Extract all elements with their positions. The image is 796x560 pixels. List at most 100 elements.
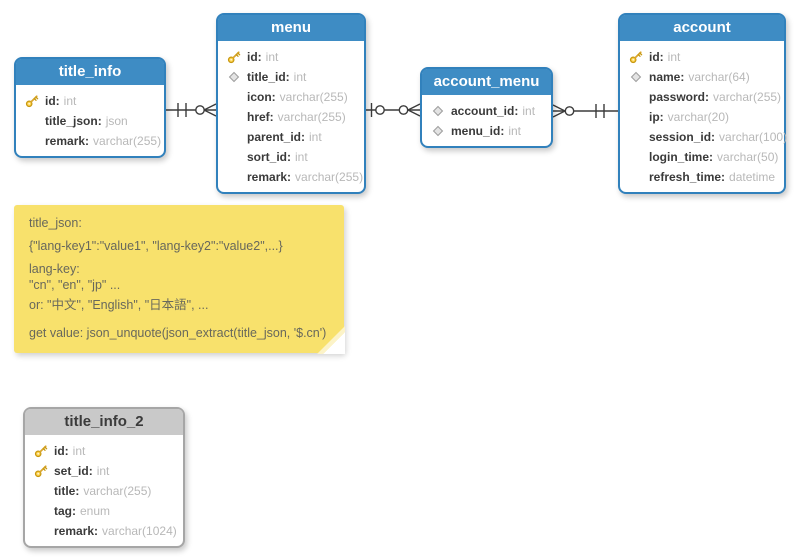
- field-type: varchar(255): [277, 110, 346, 124]
- field-type: int: [522, 104, 536, 118]
- colon-separator: :: [97, 114, 102, 128]
- relationship-account_menu-account[interactable]: [552, 104, 618, 118]
- field-row[interactable]: session_id:varchar(100): [620, 127, 787, 147]
- field-row[interactable]: id:int: [218, 47, 364, 67]
- field-name: name: [649, 70, 681, 84]
- table-menu-header[interactable]: menu: [218, 15, 364, 43]
- field-name: title_json: [45, 114, 98, 128]
- table-title_info_2-header[interactable]: title_info_2: [25, 409, 183, 437]
- note-line: get value: json_unquote(json_extract(tit…: [29, 326, 327, 340]
- relationship-menu-account_menu[interactable]: [366, 103, 421, 117]
- foreign-key-icon: [227, 70, 247, 84]
- table-title_info-header[interactable]: title_info: [16, 59, 164, 87]
- field-row[interactable]: title_id:int: [218, 67, 364, 87]
- field-type: json: [105, 114, 128, 128]
- field-row[interactable]: login_time:varchar(50): [620, 147, 784, 167]
- primary-key-icon: [25, 94, 45, 108]
- field-row[interactable]: set_id:int: [25, 461, 183, 481]
- colon-separator: :: [659, 50, 664, 64]
- field-name: account_id: [451, 104, 515, 118]
- field-type: varchar(255): [83, 484, 152, 498]
- note-line: or: "中文", "English", "日本語", ...: [29, 298, 209, 312]
- colon-separator: :: [287, 170, 292, 184]
- table-account_menu-header[interactable]: account_menu: [422, 69, 551, 97]
- note-line: "cn", "en", "jp" ...: [29, 278, 121, 292]
- field-name: title_id: [247, 70, 286, 84]
- field-row[interactable]: account_id:int: [422, 101, 551, 121]
- colon-separator: :: [287, 150, 292, 164]
- field-row[interactable]: name:varchar(64): [620, 67, 784, 87]
- colon-separator: :: [680, 70, 685, 84]
- primary-key-icon: [227, 50, 247, 64]
- field-type: varchar(255): [713, 90, 782, 104]
- field-row[interactable]: remark:varchar(255): [16, 131, 164, 151]
- field-row[interactable]: remark:varchar(1024): [25, 521, 183, 541]
- colon-separator: :: [94, 524, 99, 538]
- field-name: refresh_time: [649, 170, 722, 184]
- table-account[interactable]: account id:int name:varchar(64) password…: [618, 13, 787, 194]
- field-name: title: [54, 484, 76, 498]
- note-line: {"lang-key1":"value1", "lang-key2":"valu…: [29, 239, 283, 253]
- note-fold-corner: [317, 326, 345, 354]
- field-name: icon: [247, 90, 272, 104]
- colon-separator: :: [285, 70, 290, 84]
- field-type: int: [265, 50, 279, 64]
- field-row[interactable]: href:varchar(255): [218, 107, 364, 127]
- table-title_info_2[interactable]: title_info_2 id:int set_id:int title:var…: [23, 407, 185, 548]
- colon-separator: :: [269, 110, 274, 124]
- field-type: int: [295, 150, 308, 164]
- field-name: href: [247, 110, 270, 124]
- field-type: enum: [80, 504, 111, 518]
- field-row[interactable]: title_json:json: [16, 111, 164, 131]
- field-row[interactable]: id:int: [620, 47, 784, 67]
- field-row[interactable]: menu_id:int: [422, 121, 551, 141]
- table-title_info_2-body: id:int set_id:int title:varchar(255) tag…: [25, 437, 183, 546]
- field-name: id: [649, 50, 660, 64]
- field-row[interactable]: parent_id:int: [218, 127, 364, 147]
- field-name: password: [649, 90, 706, 104]
- field-row[interactable]: remark:varchar(255): [218, 167, 364, 187]
- colon-separator: :: [659, 110, 664, 124]
- field-row[interactable]: tag:enum: [25, 501, 183, 521]
- colon-separator: :: [64, 444, 69, 458]
- note-line: lang-key:: [29, 262, 80, 276]
- note-line: title_json:: [29, 216, 82, 230]
- table-account_menu-body: account_id:int menu_id:int: [422, 97, 551, 146]
- primary-key-icon: [34, 444, 54, 458]
- field-type: varchar(50): [717, 150, 779, 164]
- field-type: int: [293, 70, 307, 84]
- field-type: varchar(255): [93, 134, 162, 148]
- table-account-body: id:int name:varchar(64) password:varchar…: [620, 43, 787, 192]
- field-name: id: [54, 444, 65, 458]
- colon-separator: :: [55, 94, 60, 108]
- field-row[interactable]: password:varchar(255): [620, 87, 784, 107]
- field-type: varchar(255): [295, 170, 364, 184]
- field-row[interactable]: id:int: [16, 91, 164, 111]
- table-title_info-body: id:int title_json:json remark:varchar(25…: [16, 87, 164, 156]
- field-name: remark: [54, 524, 95, 538]
- field-type: datetime: [729, 170, 776, 184]
- field-type: int: [63, 94, 77, 108]
- colon-separator: :: [709, 150, 714, 164]
- field-row[interactable]: ip:varchar(20): [620, 107, 784, 127]
- field-row[interactable]: refresh_time:datetime: [620, 167, 784, 187]
- relationship-title_info-menu[interactable]: [166, 103, 217, 117]
- field-row[interactable]: title:varchar(255): [25, 481, 183, 501]
- table-account_menu[interactable]: account_menu account_id:int menu_id:int: [420, 67, 553, 148]
- field-name: tag: [54, 504, 72, 518]
- colon-separator: :: [88, 464, 93, 478]
- table-account-header[interactable]: account: [620, 15, 784, 43]
- field-row[interactable]: icon:varchar(255): [218, 87, 364, 107]
- field-row[interactable]: id:int: [25, 441, 183, 461]
- table-title_info[interactable]: title_info id:int title_json:json remark…: [14, 57, 166, 158]
- colon-separator: :: [711, 130, 716, 144]
- primary-key-icon: [629, 50, 649, 64]
- field-name: id: [45, 94, 56, 108]
- colon-separator: :: [721, 170, 726, 184]
- colon-separator: :: [514, 104, 519, 118]
- field-type: varchar(255): [279, 90, 348, 104]
- sticky-note[interactable]: title_json: {"lang-key1":"value1", "lang…: [14, 205, 345, 354]
- field-row[interactable]: sort_id:int: [218, 147, 364, 167]
- table-menu[interactable]: menu id:int title_id:int icon:varchar(25…: [216, 13, 366, 194]
